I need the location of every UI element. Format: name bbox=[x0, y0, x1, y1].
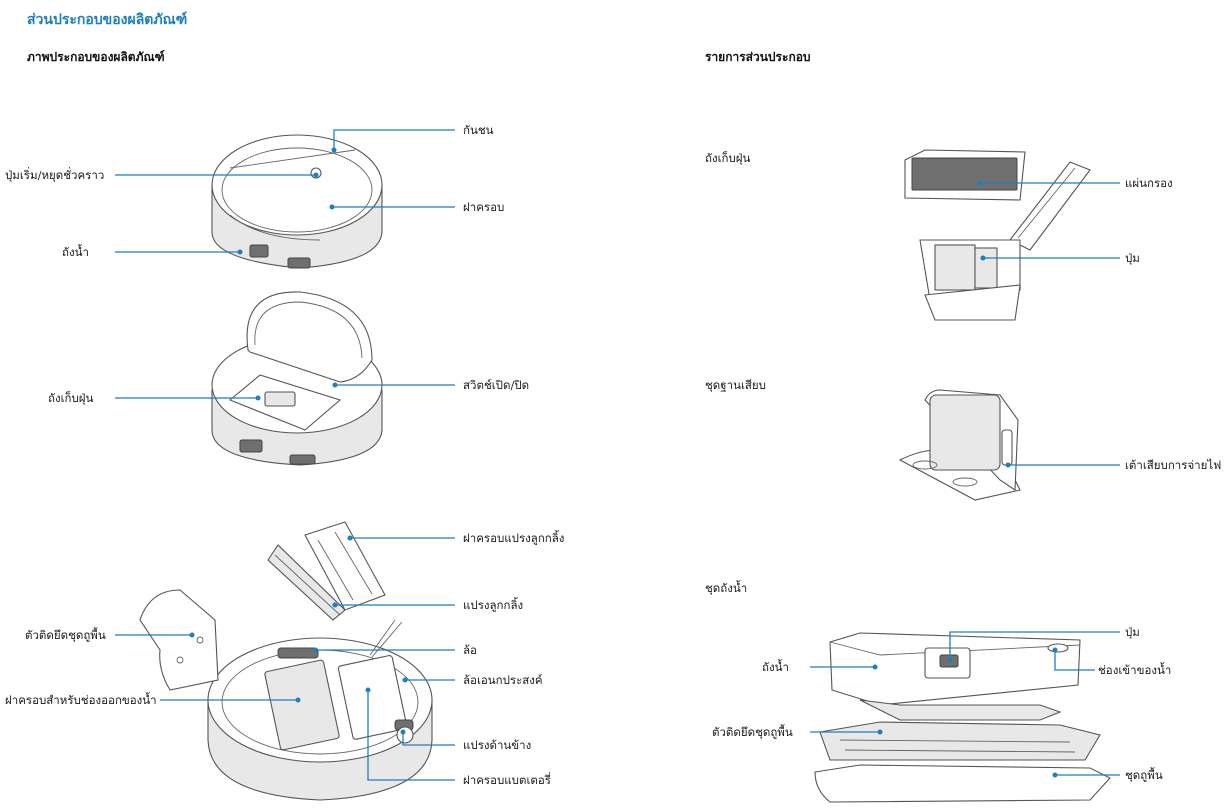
label-omni-wheel: ล้อเอนกประสงค์ bbox=[463, 673, 543, 687]
label-power-switch: สวิตช์เปิด/ปิด bbox=[463, 378, 530, 392]
label-battery-cover: ฝาครอบแบตเตอรี่ bbox=[463, 773, 551, 787]
label-dock-power-socket: เต้าเสียบการจ่ายไฟ bbox=[1125, 458, 1222, 472]
label-filter: แผ่นกรอง bbox=[1125, 176, 1173, 190]
label-water-inlet: ช่องเข้าของน้ำ bbox=[1098, 663, 1172, 677]
right-section-heading: รายการส่วนประกอบ bbox=[705, 50, 811, 64]
robot-open-illustration bbox=[211, 291, 383, 466]
label-water-outlet-cover: ฝาครอบสำหรับช่องออกของน้ำ bbox=[5, 693, 157, 707]
label-start-pause-button: ปุ่มเริ่ม/หยุดชั่วคราว bbox=[5, 168, 105, 182]
robot-top-illustration bbox=[211, 134, 383, 269]
label-water-tank: ถังน้ำ bbox=[62, 245, 89, 259]
robot-bottom-illustration bbox=[139, 521, 433, 801]
label-dustbin: ถังเก็บฝุ่น bbox=[48, 391, 94, 405]
label-wheel: ล้อ bbox=[463, 643, 477, 657]
group-dock: ชุดฐานเสียบ bbox=[705, 378, 766, 392]
label-roller-brush-cover: ฝาครอบแปรงลูกกลิ้ง bbox=[463, 531, 565, 545]
page-title: ส่วนประกอบของผลิตภัณฑ์ bbox=[27, 12, 188, 28]
label-roller-brush: แปรงลูกกลิ้ง bbox=[463, 598, 524, 612]
right-leader-lines bbox=[810, 180, 1120, 778]
label-side-brush: แปรงด้านข้าง bbox=[463, 738, 532, 752]
label-dustbin-button: ปุ่ม bbox=[1125, 251, 1140, 265]
label-tank-water-tank: ถังน้ำ bbox=[762, 660, 789, 674]
left-section-heading: ภาพประกอบของผลิตภัณฑ์ bbox=[27, 50, 165, 64]
water-tank-illustration bbox=[814, 632, 1111, 803]
label-top-cover: ฝาครอบ bbox=[463, 200, 505, 214]
label-mop: ชุดถูพื้น bbox=[1125, 768, 1163, 782]
label-tank-button: ปุ่ม bbox=[1125, 625, 1140, 639]
label-mop-mount: ตัวติดยึดชุดถูพื้น bbox=[25, 628, 106, 642]
group-water-tank-set: ชุดถังน้ำ bbox=[705, 581, 748, 595]
label-bumper: กันชน bbox=[463, 123, 494, 137]
dustbin-illustration bbox=[904, 149, 1091, 321]
label-tank-mop-mount: ตัวติดยึดชุดถูพื้น bbox=[712, 725, 793, 739]
group-dustbin: ถังเก็บฝุ่น bbox=[705, 151, 751, 165]
left-leader-lines bbox=[115, 129, 455, 781]
dock-illustration bbox=[898, 389, 1021, 501]
